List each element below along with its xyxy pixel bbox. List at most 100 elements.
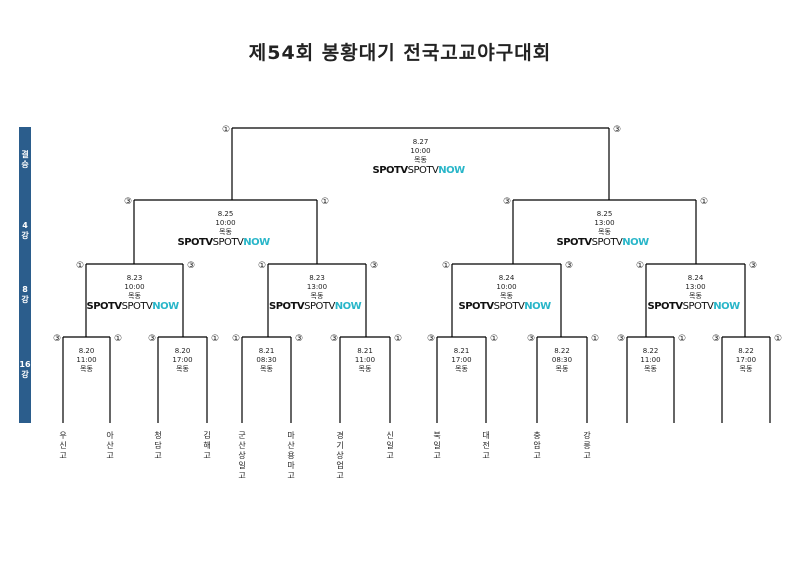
final-match-time: 10:00 (410, 147, 431, 155)
qf-match-2-broadcaster-logo: SPOTVSPOTVNOW (269, 301, 362, 313)
sf-match-2-venue: 목동 (598, 228, 611, 236)
r16-match-5-venue: 목동 (455, 365, 468, 373)
r16-match-4-time: 11:00 (354, 356, 376, 364)
r16-match-1-venue: 목동 (80, 365, 93, 373)
spotv-logo-text: SPOTV (556, 237, 593, 248)
r16-match-1-left-field: ③ (52, 334, 62, 344)
r16-match-3-left-field: ① (231, 334, 241, 344)
qf-match-2-left-field: ① (257, 261, 267, 271)
r16-match-7-venue: 목동 (644, 365, 657, 373)
spotv-logo-text: SPOTV (458, 301, 495, 312)
final-match-venue: 목동 (414, 156, 427, 164)
now-logo-text: NOW (713, 301, 740, 312)
r16-match-1-time: 11:00 (76, 356, 97, 364)
team-name: 마산용마고 (287, 431, 295, 480)
r16-match-2-venue: 목동 (176, 365, 189, 373)
sf-match-2-broadcaster-logo: SPOTVSPOTVNOW (556, 237, 650, 249)
now-logo-text: NOW (438, 165, 465, 176)
r16-match-6-right-field: ① (590, 334, 600, 344)
sf-match-1-right-field: ① (320, 197, 330, 207)
r16-match-1-date: 8.20 (78, 347, 95, 355)
r16-match-3-date: 8.21 (258, 347, 275, 355)
r16-match-7-left-field: ③ (616, 334, 626, 344)
qf-match-1-right-field: ③ (186, 261, 196, 271)
qf-match-1-venue: 목동 (128, 292, 141, 300)
page-title: 제54회 봉황대기 전국고교야구대회 (248, 42, 552, 64)
qf-match-4-time: 13:00 (685, 283, 706, 291)
spotv-logo-text: SPOTV (121, 301, 153, 312)
r16-match-2-left-field: ③ (147, 334, 157, 344)
spotv-logo-text: SPOTV (493, 301, 525, 312)
round-label-semi: 4강 (21, 221, 29, 240)
qf-match-1-date: 8.23 (126, 274, 143, 282)
team-name: 강릉고 (583, 431, 591, 460)
team-name: 김해고 (203, 431, 211, 460)
r16-match-5-left-field: ③ (426, 334, 436, 344)
qf-match-4-date: 8.24 (687, 274, 704, 282)
qf-match-3-date: 8.24 (498, 274, 515, 282)
qf-match-1-left-field: ① (75, 261, 85, 271)
qf-match-3-right-field: ③ (564, 261, 574, 271)
sf-match-2-time: 13:00 (594, 219, 615, 227)
r16-match-6-venue: 목동 (555, 365, 569, 373)
team-name: 우신고 (59, 431, 67, 460)
now-logo-text: NOW (622, 237, 649, 248)
team-name: 경기상업고 (336, 431, 344, 480)
spotv-logo-text: SPOTV (177, 237, 214, 248)
qf-match-1-time: 10:00 (124, 283, 145, 291)
r16-match-8-left-field: ③ (711, 334, 721, 344)
r16-match-8-time: 17:00 (735, 356, 757, 364)
r16-match-3-venue: 목동 (260, 365, 273, 373)
spotv-logo-text: SPOTV (212, 237, 244, 248)
sf-match-2-right-field: ① (699, 197, 709, 207)
final-match-right-field: ③ (612, 125, 622, 135)
team-name: 충암고 (533, 431, 541, 460)
qf-match-2-right-field: ③ (369, 261, 379, 271)
r16-match-3-time: 08:30 (256, 356, 277, 364)
final-match-left-field: ① (221, 125, 231, 135)
r16-match-4-date: 8.21 (357, 347, 373, 355)
r16-match-2-date: 8.20 (174, 347, 191, 355)
qf-match-3-broadcaster-logo: SPOTVSPOTVNOW (458, 301, 552, 313)
r16-match-8-date: 8.22 (738, 347, 754, 355)
sf-match-1-date: 8.25 (217, 210, 234, 218)
final-match-broadcaster-logo: SPOTVSPOTVNOW (372, 165, 466, 177)
qf-match-2-venue: 목동 (310, 292, 324, 300)
sf-match-2-left-field: ③ (502, 197, 512, 207)
r16-match-4-left-field: ③ (329, 334, 339, 344)
spotv-logo-text: SPOTV (269, 301, 305, 312)
r16-match-4-right-field: ① (393, 334, 403, 344)
spotv-logo-text: SPOTV (682, 301, 714, 312)
round-label-16: 16강 (19, 360, 31, 379)
qf-match-4-right-field: ③ (748, 261, 758, 271)
team-name: 신일고 (386, 431, 394, 460)
r16-match-7-date: 8.22 (642, 347, 659, 355)
sf-match-1-time: 10:00 (215, 219, 236, 227)
team-name: 아산고 (106, 431, 114, 460)
round-sidebar (19, 127, 31, 423)
qf-match-4-left-field: ① (635, 261, 645, 271)
r16-match-1-right-field: ① (113, 334, 123, 344)
now-logo-text: NOW (152, 301, 179, 312)
spotv-logo-text: SPOTV (304, 301, 335, 312)
spotv-logo-text: SPOTV (372, 165, 409, 176)
sf-match-2-date: 8.25 (596, 210, 613, 218)
r16-match-7-right-field: ① (677, 334, 687, 344)
r16-match-8-venue: 목동 (739, 365, 753, 373)
now-logo-text: NOW (524, 301, 551, 312)
team-name: 대전고 (482, 431, 490, 460)
team-name: 북일고 (433, 431, 441, 460)
r16-match-4-venue: 목동 (358, 365, 372, 373)
qf-match-4-venue: 목동 (689, 292, 702, 300)
spotv-logo-text: SPOTV (407, 165, 439, 176)
now-logo-text: NOW (334, 301, 362, 312)
spotv-logo-text: SPOTV (86, 301, 123, 312)
sf-match-1-broadcaster-logo: SPOTVSPOTVNOW (177, 237, 271, 249)
qf-match-3-left-field: ① (441, 261, 451, 271)
r16-match-3-right-field: ③ (294, 334, 304, 344)
r16-match-6-left-field: ③ (526, 334, 536, 344)
qf-match-1-broadcaster-logo: SPOTVSPOTVNOW (86, 301, 180, 313)
qf-match-2-date: 8.23 (309, 274, 325, 282)
round-label-final: 결승 (21, 150, 29, 169)
r16-match-5-right-field: ① (489, 334, 499, 344)
